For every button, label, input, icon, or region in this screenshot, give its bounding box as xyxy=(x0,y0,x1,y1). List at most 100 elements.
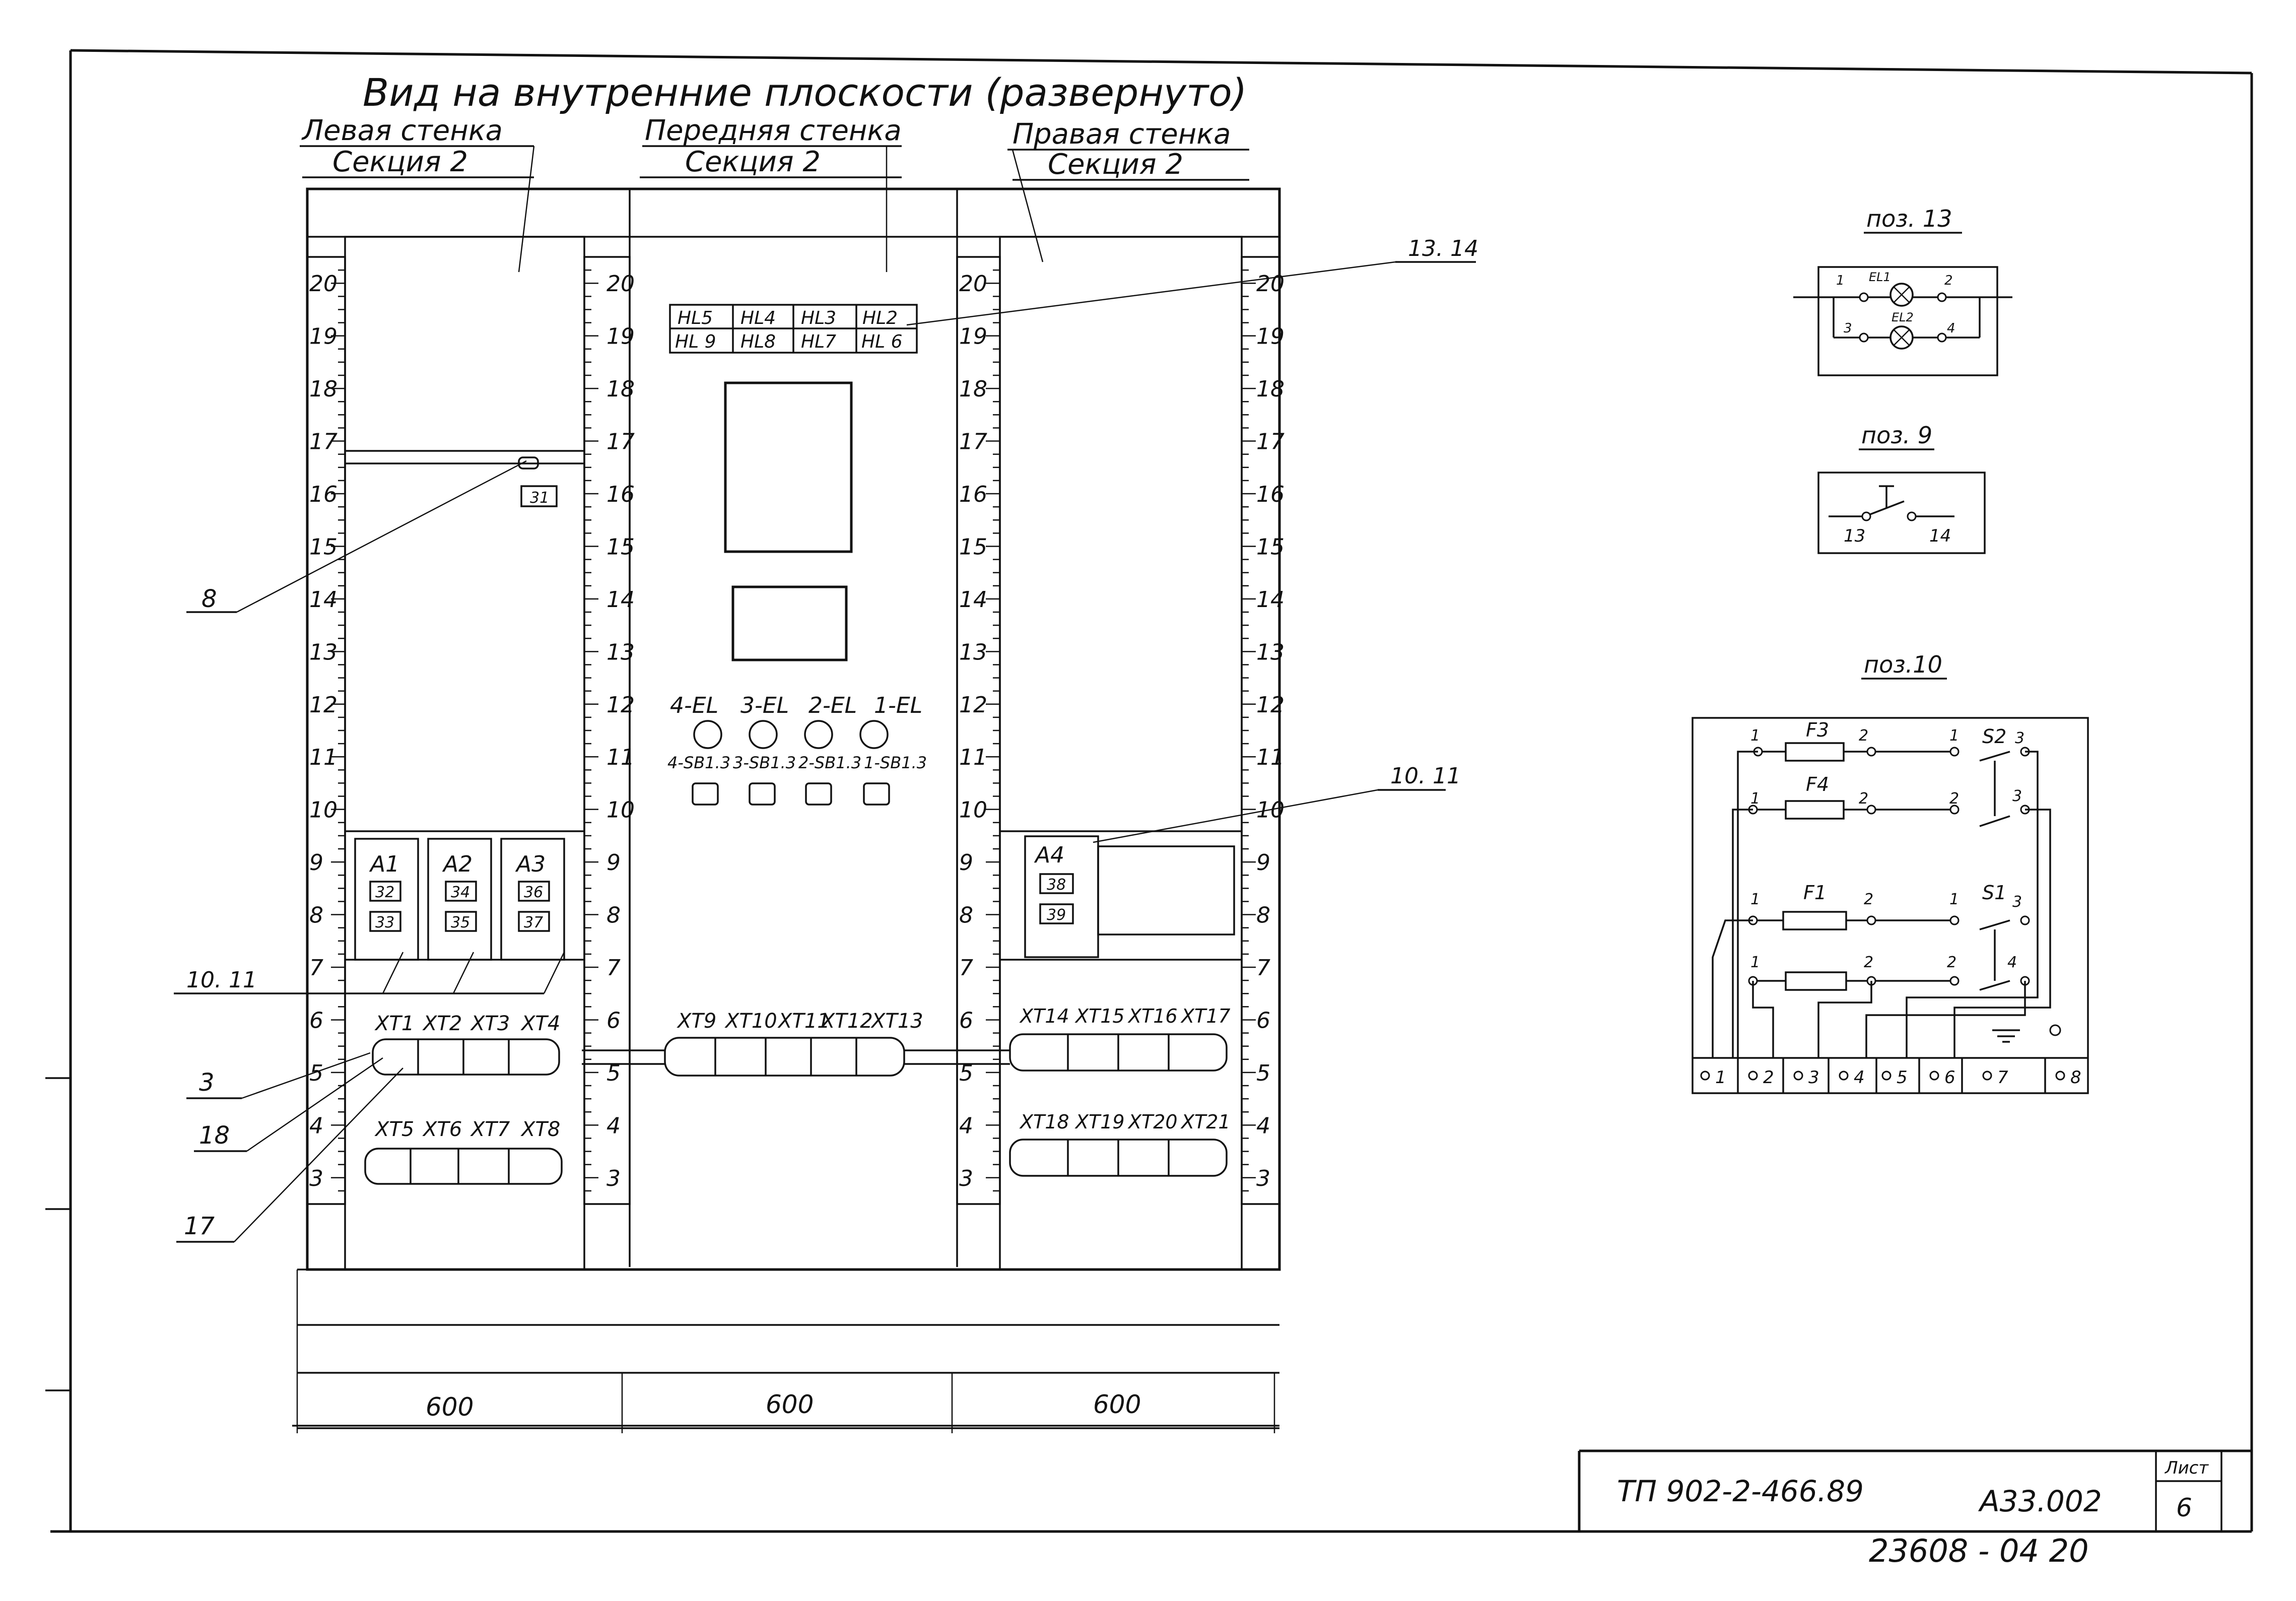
rail-number: 13 xyxy=(1256,639,1285,665)
lamp-label-grid: HL5 HL4 HL3 HL2 HL 9 HL8 HL7 HL 6 xyxy=(669,304,918,354)
rail-number: 13 xyxy=(959,639,987,665)
rail-number: 11 xyxy=(959,745,987,770)
module-a2-name: A2 xyxy=(442,851,472,877)
xt-term-5: 5 xyxy=(1897,1068,1908,1088)
rail-number: 7 xyxy=(606,955,621,981)
el-label-4: 4-EL xyxy=(670,693,718,718)
switch-s1-label: S1 xyxy=(1982,882,2006,904)
module-a3-name: A3 xyxy=(515,851,546,877)
xt10-label: XT10 xyxy=(724,1010,777,1033)
callout-18: 18 xyxy=(199,1121,230,1150)
lamp-hl8: HL8 xyxy=(740,331,776,352)
rail-number: 6 xyxy=(309,1008,323,1033)
xt-term-6: 6 xyxy=(1944,1068,1955,1088)
mounting-rails: 2019181716151413121110987654320191817161… xyxy=(306,256,1285,1205)
title-block: ТП 902-2-466.89 А33.002 Лист 6 23608 - 0… xyxy=(1578,1449,2252,1569)
pushbutton-4 xyxy=(692,782,719,806)
rail-number: 20 xyxy=(1256,271,1285,297)
rail-number: 6 xyxy=(959,1008,973,1033)
front-instrument-small xyxy=(731,585,848,661)
d10-pin-b1: 1 xyxy=(1750,790,1760,808)
rail-number: 3 xyxy=(959,1166,973,1191)
rail-number: 6 xyxy=(1256,1008,1270,1033)
sb-label-4: 4-SB1.3 xyxy=(667,753,730,772)
front-wall-label: Передняя стенка xyxy=(645,114,902,147)
xt14-label: XT14 xyxy=(1019,1005,1069,1027)
terminal-block-xt: 1 2 3 4 5 6 7 8 xyxy=(1700,1058,2081,1093)
dimension-line: 600 600 600 xyxy=(292,1270,1279,1433)
left-wall-label: Левая стенка xyxy=(301,114,503,147)
xt13-label: XT13 xyxy=(870,1010,923,1033)
switch-s2-label: S2 xyxy=(1982,725,2006,748)
rail-number: 4 xyxy=(1256,1113,1270,1139)
xt5-label: XT5 xyxy=(374,1118,414,1141)
lamp-hl9: HL 9 xyxy=(675,331,716,352)
d10-pin-a3: 1 xyxy=(1949,727,1959,745)
d10-pin-c4: 3 xyxy=(2012,893,2022,911)
module-a3-top: 36 xyxy=(524,884,543,901)
terminal-strip-front xyxy=(664,1037,905,1077)
rail-number: 16 xyxy=(606,482,635,507)
d10-pin-a2: 2 xyxy=(1859,727,1868,745)
xt21-label: XT21 xyxy=(1180,1111,1231,1133)
rail-number: 17 xyxy=(1256,429,1285,455)
rail-number: 15 xyxy=(1256,534,1285,560)
rail-number: 3 xyxy=(1256,1166,1270,1191)
rail-number: 3 xyxy=(309,1166,323,1191)
detail-10-title: поз.10 xyxy=(1864,651,1942,678)
xt8-label: XT8 xyxy=(520,1118,560,1141)
module-a4-top: 38 xyxy=(1047,876,1066,894)
front-instrument-large xyxy=(724,381,853,553)
rail-number: 12 xyxy=(606,692,635,718)
detail-9-title: поз. 9 xyxy=(1861,422,1932,449)
module-a4-name: A4 xyxy=(1034,842,1064,868)
dim-right: 600 xyxy=(1093,1390,1141,1419)
xt3-label: XT3 xyxy=(470,1012,510,1035)
module-a3-bottom: 37 xyxy=(524,914,543,931)
rail-number: 18 xyxy=(606,376,635,402)
xt19-label: XT19 xyxy=(1074,1111,1125,1133)
rail-number: 19 xyxy=(1256,324,1285,350)
lamp-hl5: HL5 xyxy=(678,308,713,328)
xt-term-7: 7 xyxy=(1997,1068,2008,1088)
callout-3: 3 xyxy=(199,1069,215,1097)
cabinet-outline xyxy=(297,187,1281,1429)
callouts: 8 10. 11 3 18 17 13. 14 10. 11 xyxy=(174,236,1478,1243)
dim-left: 600 xyxy=(426,1392,474,1422)
terminal-strip-right-1 xyxy=(1009,1033,1228,1072)
sb-label-3: 3-SB1.3 xyxy=(733,753,796,772)
lamp-hl2: HL2 xyxy=(862,308,898,328)
d10-pin-c1: 1 xyxy=(1750,891,1760,908)
rail-number: 11 xyxy=(606,745,635,770)
rail-number: 8 xyxy=(309,903,323,928)
rail-number: 13 xyxy=(606,639,635,665)
archive-number: 23608 - 04 20 xyxy=(1869,1532,2089,1569)
rail-number: 17 xyxy=(309,429,337,455)
sheet-frame xyxy=(45,49,2253,1533)
rail-number: 10 xyxy=(959,797,987,823)
rail-number: 4 xyxy=(309,1113,323,1139)
xt6-label: XT6 xyxy=(422,1118,462,1141)
right-wall-section: Секция 2 xyxy=(1048,148,1183,181)
xt-term-1: 1 xyxy=(1715,1068,1726,1088)
rail-number: 6 xyxy=(606,1008,621,1033)
rail-number: 11 xyxy=(309,745,337,770)
front-wall-section: Секция 2 xyxy=(685,146,821,178)
rail-number: 11 xyxy=(1256,745,1285,770)
pushbutton-2 xyxy=(805,782,832,806)
module-a1-bottom: 33 xyxy=(375,914,394,931)
rail-number: 14 xyxy=(606,587,635,613)
xt-term-4: 4 xyxy=(1854,1068,1865,1088)
rail-number: 10 xyxy=(606,797,635,823)
rail-number: 20 xyxy=(309,271,337,297)
sheet-number: 6 xyxy=(2176,1493,2192,1522)
detail-poz-13: поз. 13 1 EL1 2 3 EL2 4 xyxy=(1793,205,2012,376)
xt18-label: XT18 xyxy=(1019,1111,1069,1133)
rail-number: 9 xyxy=(606,850,621,876)
d10-pin-b2: 2 xyxy=(1859,790,1868,808)
terminal-strip-left-2 xyxy=(364,1148,563,1185)
rail-number: 8 xyxy=(606,903,621,928)
sb-label-2: 2-SB1.3 xyxy=(798,753,861,772)
d10-pin-d3: 2 xyxy=(1947,954,1956,971)
